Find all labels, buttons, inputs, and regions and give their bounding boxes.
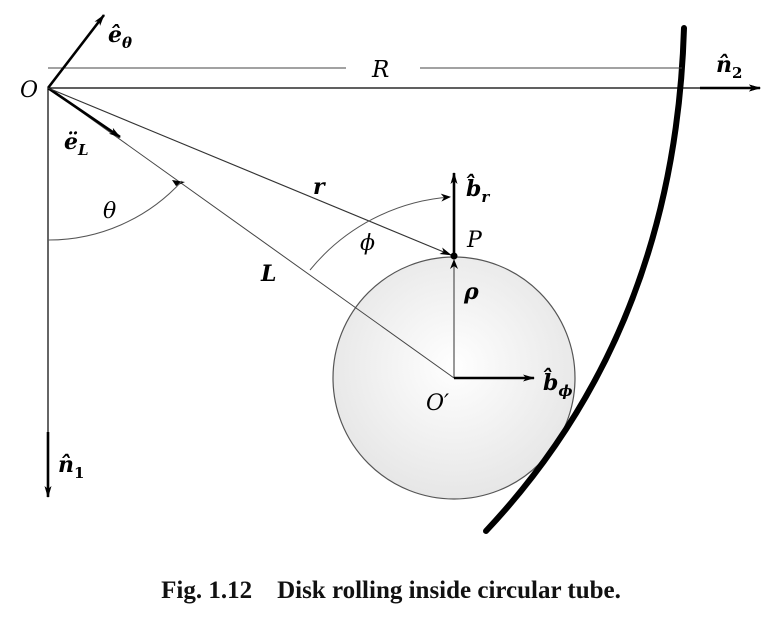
point-p [450,252,458,260]
label-b-phi: b̂ϕ [543,368,573,400]
l-vector-line [47,87,455,379]
r-vector [47,87,452,256]
label-rho: ρ [463,279,479,305]
label-r: r [313,174,326,200]
label-n2: n̂2 [716,52,742,82]
label-o-prime: O′ [426,391,449,416]
label-l: L [260,261,276,287]
tube-wall-arc [483,25,687,534]
label-b-r: b̂r [466,174,490,206]
label-r-dimension: R [371,57,389,83]
label-e-l: ëL [64,129,89,159]
e-theta-vector [46,14,106,89]
label-p: P [466,228,483,253]
figure-caption: Fig. 1.12 Disk rolling inside circular t… [161,577,621,604]
label-e-theta: êθ [108,22,132,52]
theta-arc [47,180,183,241]
label-n1: n̂1 [58,452,84,482]
phi-arc [309,193,451,271]
label-phi: ϕ [360,231,375,256]
label-theta: θ [103,199,116,224]
e-l-vector [47,86,121,139]
label-origin: O [20,78,38,103]
